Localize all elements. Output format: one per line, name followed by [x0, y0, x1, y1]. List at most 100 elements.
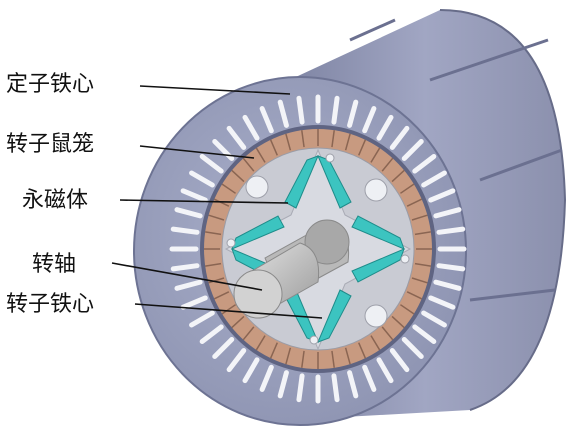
rotor-core-holes [226, 153, 410, 345]
cage-bar-divider [231, 169, 245, 183]
cage-bar-divider [255, 147, 266, 163]
stator-slot [242, 357, 260, 384]
stator-slot [436, 263, 466, 272]
cage-bar-divider [370, 335, 381, 351]
cage-bar-divider [344, 347, 351, 365]
cage-bar-divider [221, 304, 236, 315]
cage-bar-divider [406, 291, 423, 300]
stator-slot [226, 125, 247, 150]
cage-bar-divider [344, 133, 351, 151]
stator-slot [401, 139, 424, 161]
stator-slot [433, 279, 462, 291]
stator-slot [189, 310, 215, 328]
stator-slot [199, 324, 224, 345]
cage-bar-divider [301, 350, 305, 368]
cage-bar-divider [205, 262, 222, 267]
cage-bar-divider [400, 183, 415, 194]
label-rotor-core: 转子铁心 [6, 292, 95, 317]
stator-slot [412, 324, 437, 345]
cage-bar-divider [358, 139, 367, 156]
cage-bar-divider [391, 169, 405, 183]
stator-slots [169, 94, 467, 404]
cage-bar-divider [391, 315, 405, 329]
cage-bar-divider [205, 231, 222, 236]
stator-slot [401, 337, 424, 359]
leader-permanent-magnet [119, 199, 289, 204]
stator-slot [189, 170, 215, 188]
stator-slot [296, 95, 305, 125]
cage-bar-divider [213, 198, 230, 207]
cage-bar-divider [255, 335, 266, 351]
permanent-magnets [231, 155, 405, 343]
label-shaft: 转轴 [32, 252, 77, 277]
stator-slot [174, 279, 203, 291]
cage-bar-divider [285, 347, 292, 365]
stator-slot [199, 153, 224, 174]
stator-slot [347, 370, 359, 399]
stator-slot [421, 310, 447, 328]
stator-slot [259, 106, 274, 134]
stator-slot [376, 114, 394, 141]
cage-bar-divider [208, 214, 225, 221]
label-permanent-magnet: 永磁体 [22, 188, 89, 213]
label-rotor-cage: 转子鼠笼 [6, 132, 95, 157]
rotor-cage-bars [204, 129, 432, 369]
stator-slot [412, 153, 437, 174]
stator-slot [362, 106, 377, 134]
leader-stator-core [139, 85, 291, 95]
stator-slot [174, 207, 203, 219]
cage-bar-divider [411, 214, 428, 221]
cage-bar-divider [221, 183, 236, 194]
cage-bar-divider [414, 231, 431, 236]
stator-slot [331, 95, 340, 125]
cage-bar-divider [285, 133, 292, 151]
stator-slot [277, 370, 289, 399]
stator-slot [389, 348, 410, 373]
stator-slot [180, 295, 208, 310]
cage-bar-divider [411, 277, 428, 284]
cage-bar-divider [231, 315, 245, 329]
leader-lines [111, 85, 323, 319]
stator-slot [389, 125, 410, 150]
label-stator-core: 定子铁心 [6, 72, 95, 97]
stator-slot [170, 226, 200, 235]
stator-slot [428, 295, 456, 310]
stator-slot [259, 364, 274, 392]
cage-bar-divider [370, 147, 381, 163]
cage-bar-divider [381, 326, 394, 341]
cage-bar-divider [331, 130, 335, 148]
cage-bar-divider [242, 326, 255, 341]
stator-slot [180, 188, 208, 203]
stator-slot [331, 373, 340, 403]
cage-bar-divider [381, 157, 394, 172]
cage-bar-divider [406, 198, 423, 207]
stator-slot [277, 99, 289, 128]
stator-slot [226, 348, 247, 373]
stator-slot [428, 188, 456, 203]
shaft [233, 219, 350, 319]
stator-slot [242, 114, 260, 141]
cage-bar-divider [208, 277, 225, 284]
stator-slot [436, 226, 466, 235]
stator-slot [170, 263, 200, 272]
cage-bar-divider [414, 262, 431, 267]
cage-bar-divider [213, 291, 230, 300]
stator-slot [212, 337, 235, 359]
leader-shaft [111, 262, 263, 291]
cage-bar-divider [301, 130, 305, 148]
leader-rotor-core [134, 303, 323, 319]
cage-bar-divider [242, 157, 255, 172]
leader-rotor-cage [139, 145, 255, 159]
stator-slot [362, 364, 377, 392]
cage-bar-divider [358, 342, 367, 359]
stator-slot [376, 357, 394, 384]
stator-slot [296, 373, 305, 403]
cage-bar-divider [400, 304, 415, 315]
cage-bar-divider [269, 342, 278, 359]
stator-slot [433, 207, 462, 219]
stator-slot [421, 170, 447, 188]
cage-bar-divider [269, 139, 278, 156]
cage-bar-divider [331, 350, 335, 368]
